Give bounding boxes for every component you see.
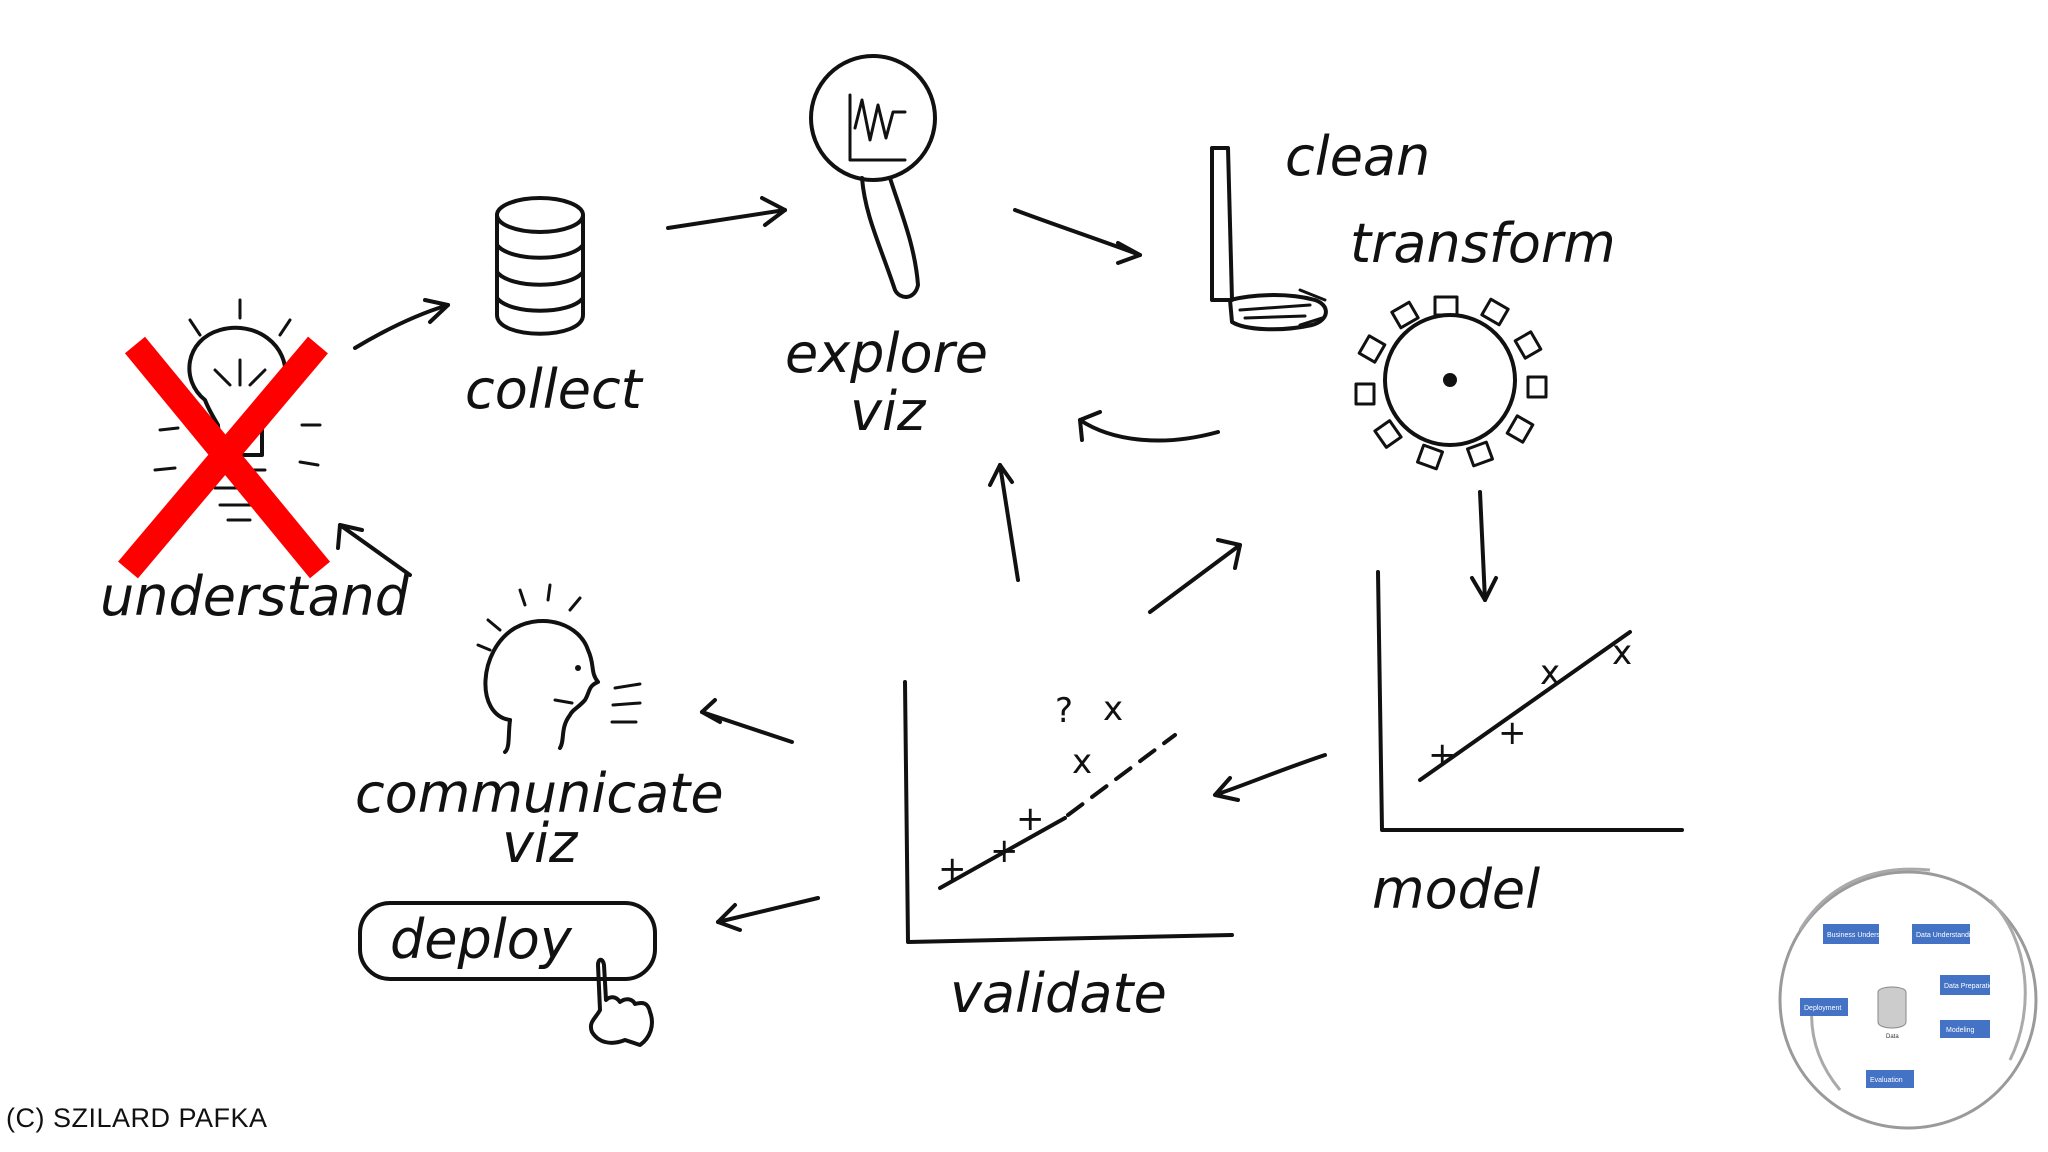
thumbnail-box-deployment: Deployment <box>1800 998 1848 1016</box>
thumbnail-box-evaluation: Evaluation <box>1866 1070 1914 1088</box>
validate-point: + <box>1016 799 1045 839</box>
label-collect: collect <box>465 358 644 421</box>
model-point: + <box>1428 735 1457 775</box>
thumbnail-box-label: Business Understanding <box>1827 932 1903 939</box>
talking-head-icon <box>476 583 642 754</box>
label-communicate-viz: viz <box>502 812 579 875</box>
label-deploy: deploy <box>390 908 573 971</box>
arrow-explore-to-clean <box>1013 208 1142 265</box>
model-point: x <box>1612 633 1632 673</box>
validate-point: + <box>938 849 967 889</box>
gear-icon <box>1354 295 1548 471</box>
label-clean: clean <box>1285 125 1430 188</box>
thumbnail-box-label: Evaluation <box>1870 1077 1903 1084</box>
arrow-validate-to-explore <box>988 463 1020 582</box>
arrow-model-to-validate <box>1213 753 1327 802</box>
thumbnail-box-business: Business Understanding <box>1823 924 1903 944</box>
copyright-notice: (C) SZILARD PAFKA <box>6 1103 268 1133</box>
thumbnail-box-data-preparation: Data Preparation <box>1940 975 1997 995</box>
pointing-hand-icon <box>589 957 654 1047</box>
model-point: + <box>1498 713 1527 753</box>
thumbnail-box-modeling: Modeling <box>1940 1020 1990 1038</box>
cross-out-mark <box>118 336 331 579</box>
broom-icon <box>1210 146 1328 332</box>
thumbnail-box-label: Deployment <box>1804 1005 1841 1012</box>
model-plot: + + x x <box>1376 570 1684 832</box>
label-communicate: communicate <box>355 762 724 825</box>
label-explore-viz: viz <box>850 380 927 443</box>
label-model: model <box>1372 858 1540 921</box>
thumbnail-box-label: Data Preparation <box>1944 983 1997 990</box>
arrow-understand-to-collect <box>353 298 450 350</box>
deploy-button: deploy <box>358 901 657 981</box>
arrow-transform-to-model <box>1470 490 1498 602</box>
arrow-communicate-to-understand <box>336 523 412 577</box>
validate-point: + <box>990 831 1019 871</box>
label-validate: validate <box>950 962 1167 1025</box>
database-icon <box>495 196 585 336</box>
arrow-validate-to-communicate <box>700 698 794 744</box>
thumbnail-database-icon: Data <box>1877 986 1907 1040</box>
question-mark: ? <box>1055 691 1073 731</box>
thumbnail-box-label: Data Understanding <box>1916 932 1978 939</box>
thumbnail-box-data-understanding: Data Understanding <box>1912 924 1978 944</box>
validate-plot: + + + x ? x <box>903 680 1234 944</box>
label-transform: transform <box>1350 212 1616 275</box>
validate-point: x <box>1103 689 1123 729</box>
label-explore: explore <box>785 322 988 385</box>
label-understand: understand <box>100 565 410 628</box>
arrow-transform-to-explore <box>1078 410 1220 443</box>
arrow-collect-to-explore <box>666 196 787 230</box>
magnifier-chart-icon <box>809 54 937 299</box>
arrow-validate-to-transform <box>1148 538 1242 614</box>
arrow-validate-to-deploy <box>716 896 820 932</box>
thumbnail-data-label: Data <box>1886 1034 1899 1040</box>
model-point: x <box>1540 653 1560 693</box>
crisp-dm-thumbnail: Business Understanding Data Understandin… <box>1778 867 2038 1130</box>
validate-point: x <box>1072 742 1092 782</box>
thumbnail-box-label: Modeling <box>1946 1027 1975 1034</box>
